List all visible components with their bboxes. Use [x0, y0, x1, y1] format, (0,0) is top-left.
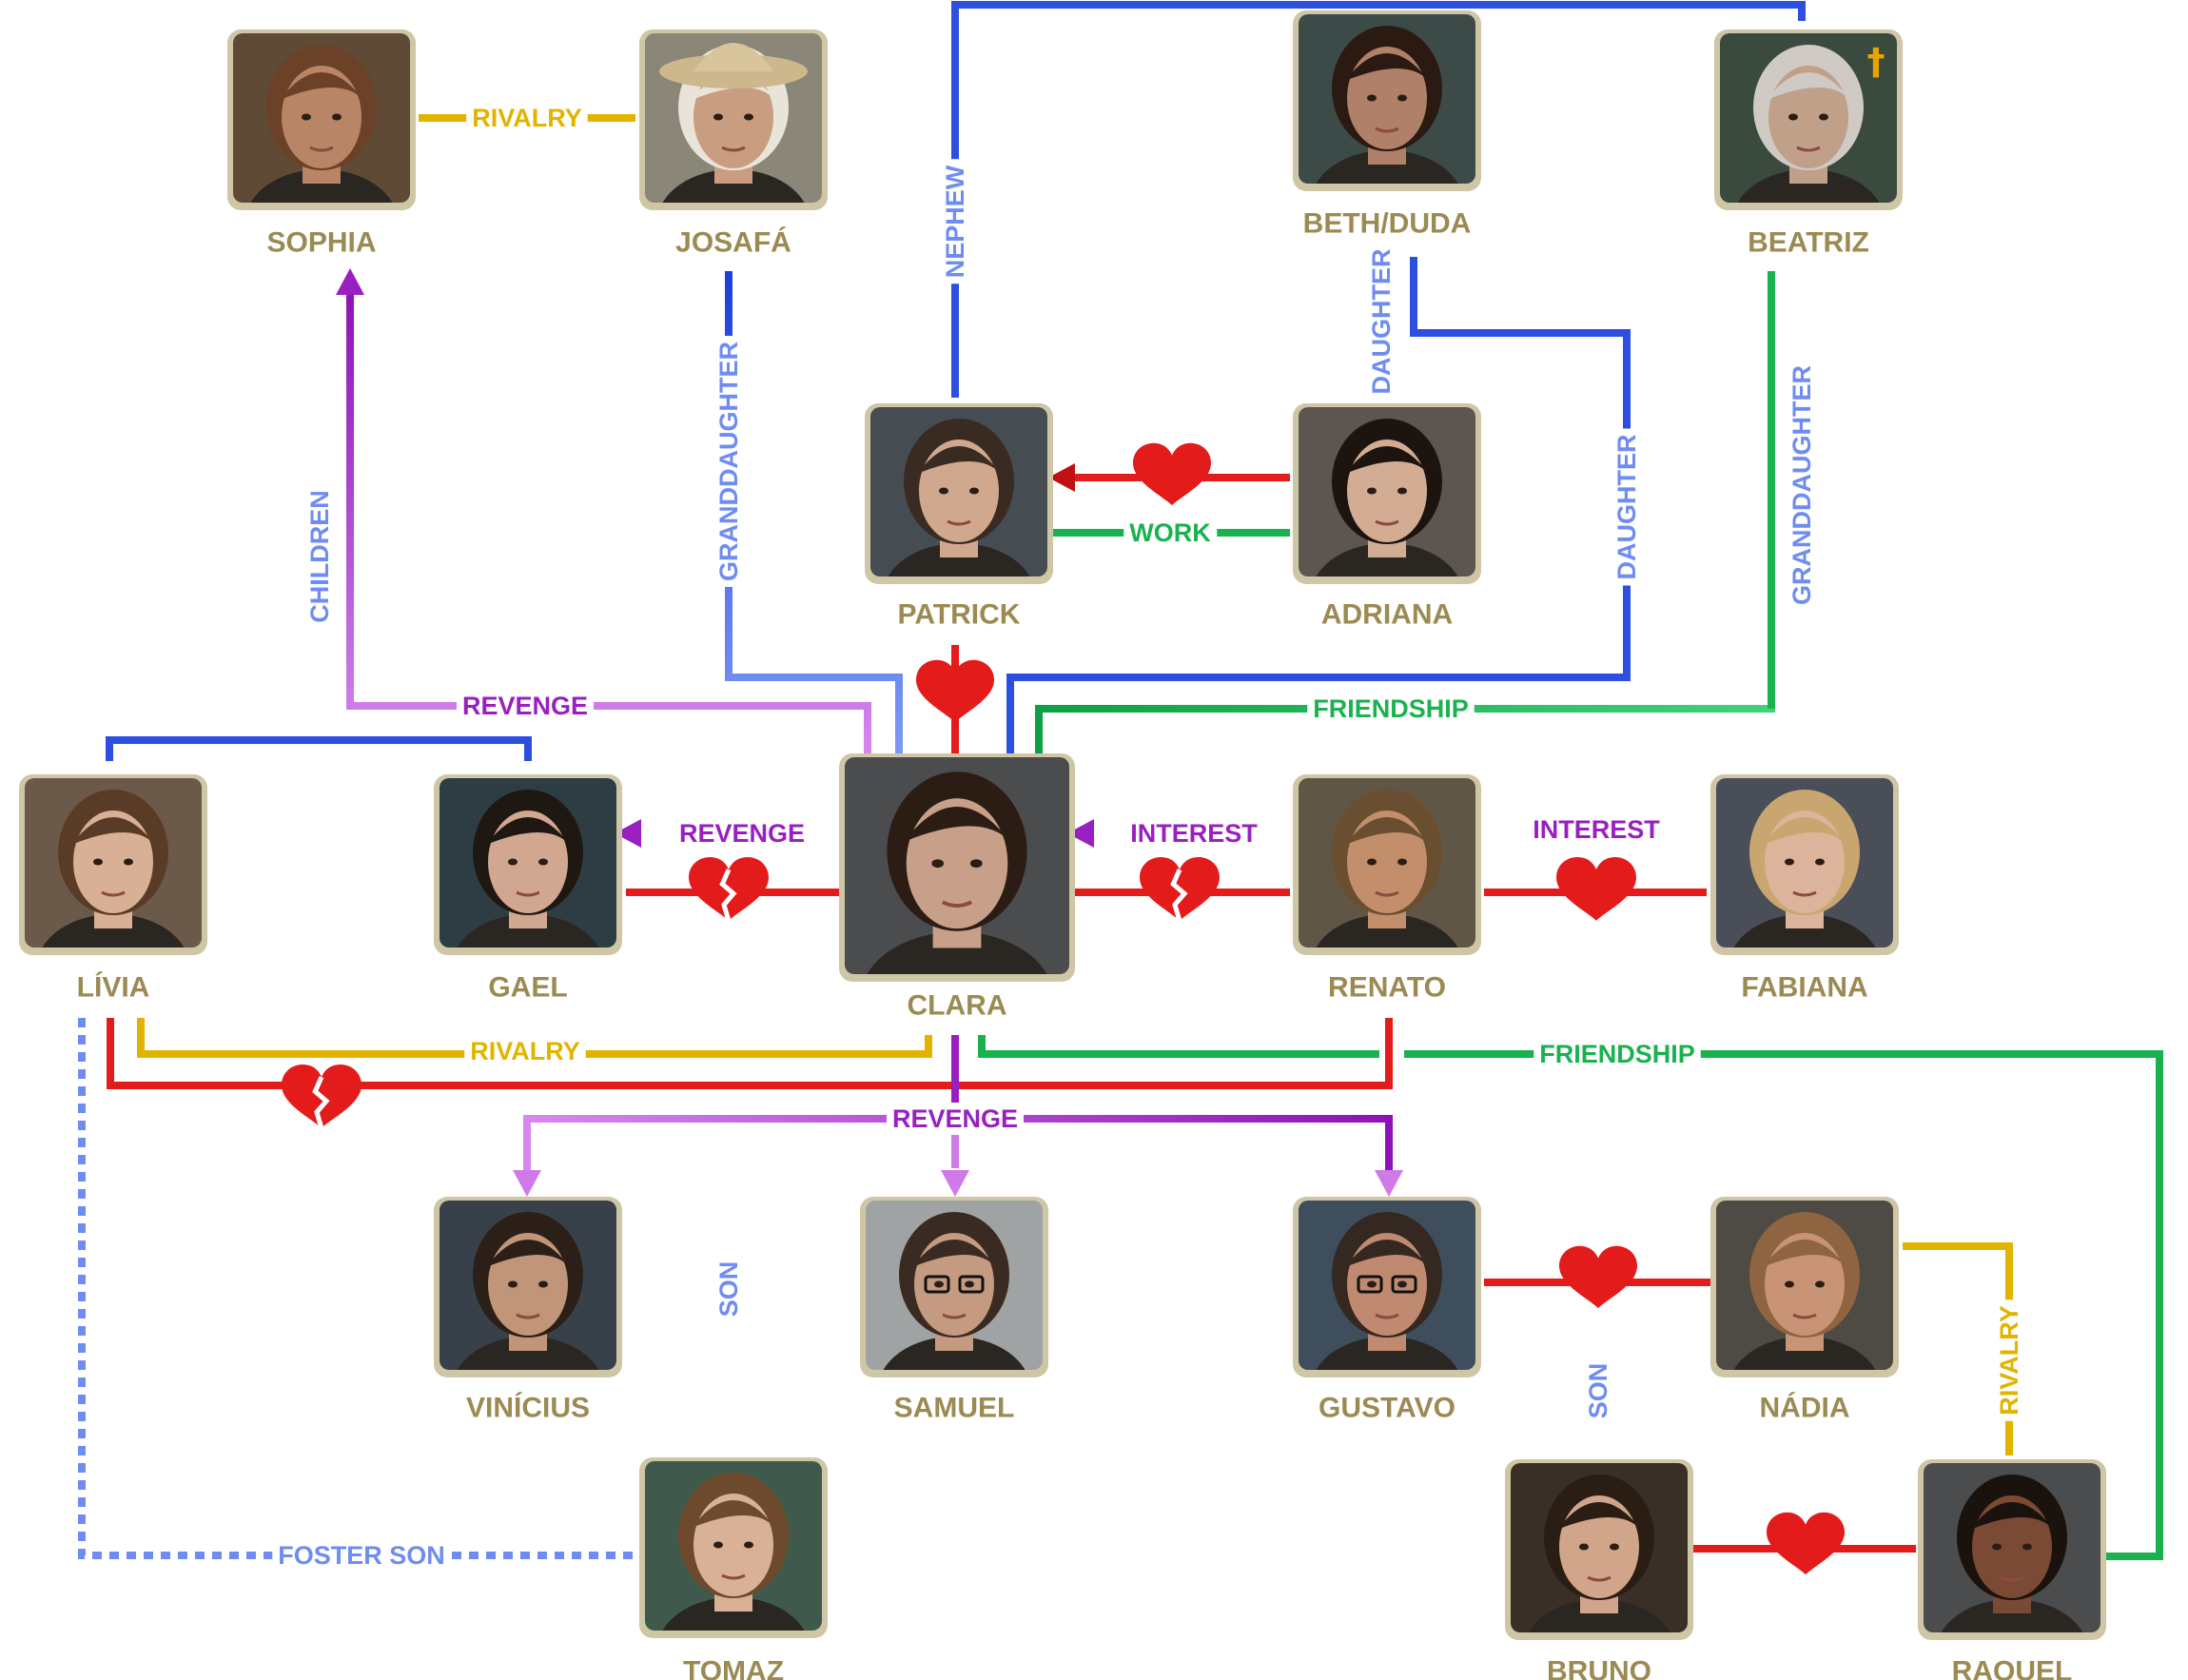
character-name: BETH/DUDA [1303, 208, 1472, 240]
character-name: CLARA [908, 990, 1007, 1022]
arrow-revenge-vinicius [513, 1170, 541, 1197]
label-son-bruno: SON [1584, 1363, 1612, 1419]
character-name: JOSAFÁ [675, 226, 791, 259]
character-name: TOMAZ [683, 1656, 784, 1680]
character-vinicius[interactable]: VINÍCIUS [434, 1197, 622, 1441]
label-revenge-clara-sophia: REVENGE [462, 692, 588, 720]
character-fabiana[interactable]: FABIANA [1710, 774, 1899, 1019]
arrow-revenge-sophia [336, 268, 364, 295]
arrow-revenge-samuel [941, 1170, 969, 1197]
portrait-clara [845, 757, 1069, 974]
label-interest-clara: INTEREST [1130, 819, 1258, 848]
friendship-line-clara-a [978, 1035, 1379, 1058]
arrow-revenge-gael [615, 819, 641, 848]
heart-bruno-raquel [1767, 1512, 1845, 1575]
character-livia[interactable]: LÍVIA [19, 774, 207, 1019]
character-clara[interactable]: CLARA [839, 753, 1075, 1065]
love-line-livia-renato [107, 1018, 1393, 1089]
portrait-raquel [1924, 1463, 2100, 1632]
label-daughter-adriana: DAUGHTER [1367, 249, 1396, 395]
character-gael[interactable]: GAEL [434, 774, 622, 1019]
portrait-samuel [866, 1201, 1043, 1370]
relationship-labels: RIVALRY CHILDREN REVENGE GRANDDAUGHTER NEPHE… [272, 102, 2025, 1575]
character-name: GUSTAVO [1319, 1393, 1455, 1424]
label-foster-son: FOSTER SON [278, 1541, 445, 1570]
portrait-gael [440, 778, 616, 947]
friendship-line-clara-raquel [1404, 1050, 2163, 1560]
broken-heart-livia-renato [282, 1064, 361, 1129]
label-friendship-raquel: FRIENDSHIP [1539, 1040, 1695, 1068]
label-daughter-clara: DAUGHTER [1612, 435, 1641, 580]
character-name: PATRICK [898, 599, 1021, 631]
heart-patrick-clara [916, 659, 994, 723]
character-name: VINÍCIUS [466, 1392, 590, 1424]
arrow-love-patrick [1048, 463, 1075, 492]
portrait-fabiana [1716, 778, 1893, 947]
portrait-sophia [233, 33, 410, 203]
portrait-beatriz [1720, 33, 1897, 203]
character-josafa[interactable]: JOSAFÁ [639, 29, 828, 274]
label-work: WORK [1129, 518, 1211, 547]
character-patrick[interactable]: PATRICK [865, 403, 1053, 648]
character-name: ADRIANA [1321, 599, 1453, 631]
deceased-cross-icon: † [1867, 41, 1885, 83]
portrait-vinicius [440, 1201, 616, 1370]
character-beth[interactable]: BETH/DUDA [1293, 10, 1481, 255]
character-nadia[interactable]: NÁDIA [1710, 1197, 1899, 1441]
portrait-bruno [1511, 1463, 1688, 1632]
character-name: BEATRIZ [1748, 227, 1869, 259]
label-rivalry-sophia-josafa: RIVALRY [472, 104, 582, 132]
character-name: NÁDIA [1760, 1392, 1850, 1424]
label-granddaughter-josafa: GRANDDAUGHTER [714, 342, 743, 581]
label-son-tomaz: SON [714, 1261, 743, 1318]
character-gustavo[interactable]: GUSTAVO [1293, 1197, 1481, 1441]
character-nodes: SOPHIA JOSAFÁ BETH/DUDA † BEATRIZ PATRICK ADRI… [19, 10, 2106, 1680]
character-tomaz[interactable]: TOMAZ [639, 1457, 828, 1680]
label-nephew: NEPHEW [941, 165, 969, 278]
character-name: RENATO [1328, 972, 1446, 1004]
character-name: FABIANA [1741, 972, 1867, 1004]
revenge-line-clara-sophia [346, 293, 871, 756]
label-rivalry-livia: RIVALRY [470, 1037, 580, 1065]
character-bruno[interactable]: BRUNO [1505, 1459, 1693, 1680]
label-rivalry-raquel: RIVALRY [1995, 1305, 2023, 1416]
portrait-gustavo [1299, 1201, 1475, 1370]
portrait-tomaz [645, 1461, 822, 1631]
character-raquel[interactable]: RAQUEL [1918, 1459, 2106, 1680]
heart-patrick-adriana [1133, 442, 1211, 506]
arrow-revenge-gustavo [1375, 1170, 1403, 1197]
label-revenge-targets: REVENGE [892, 1104, 1018, 1133]
character-name: SOPHIA [266, 227, 376, 259]
character-name: RAQUEL [1952, 1656, 2073, 1680]
character-name: LÍVIA [77, 971, 150, 1004]
portrait-patrick [870, 407, 1047, 576]
heart-gustavo-nadia [1559, 1245, 1637, 1309]
portrait-nadia [1716, 1201, 1893, 1370]
character-name: GAEL [488, 972, 567, 1004]
character-renato[interactable]: RENATO [1293, 774, 1481, 1019]
character-sophia[interactable]: SOPHIA [227, 29, 416, 274]
portrait-beth [1299, 14, 1475, 184]
arrow-interest-clara [1067, 819, 1094, 848]
label-children: CHILDREN [305, 490, 334, 623]
label-friendship-beatriz: FRIENDSHIP [1313, 694, 1469, 723]
character-name: BRUNO [1547, 1656, 1651, 1680]
label-granddaughter-beatriz: GRANDDAUGHTER [1788, 365, 1816, 605]
portrait-renato [1299, 778, 1475, 947]
character-adriana[interactable]: ADRIANA [1293, 403, 1481, 648]
children-bar [106, 736, 532, 761]
character-samuel[interactable]: SAMUEL [860, 1197, 1048, 1441]
portrait-adriana [1299, 407, 1475, 576]
broken-heart-renato-clara [1140, 856, 1220, 922]
character-beatriz[interactable]: † BEATRIZ [1714, 29, 1903, 274]
foster-son-line [78, 1018, 643, 1559]
label-interest-fabiana: INTEREST [1533, 815, 1660, 844]
heart-renato-fabiana [1556, 856, 1636, 921]
portrait-livia [25, 778, 202, 947]
broken-heart-clara-gael [689, 856, 769, 922]
portrait-josafa [645, 33, 822, 203]
character-name: SAMUEL [894, 1393, 1015, 1424]
label-revenge-gael: REVENGE [679, 819, 805, 848]
